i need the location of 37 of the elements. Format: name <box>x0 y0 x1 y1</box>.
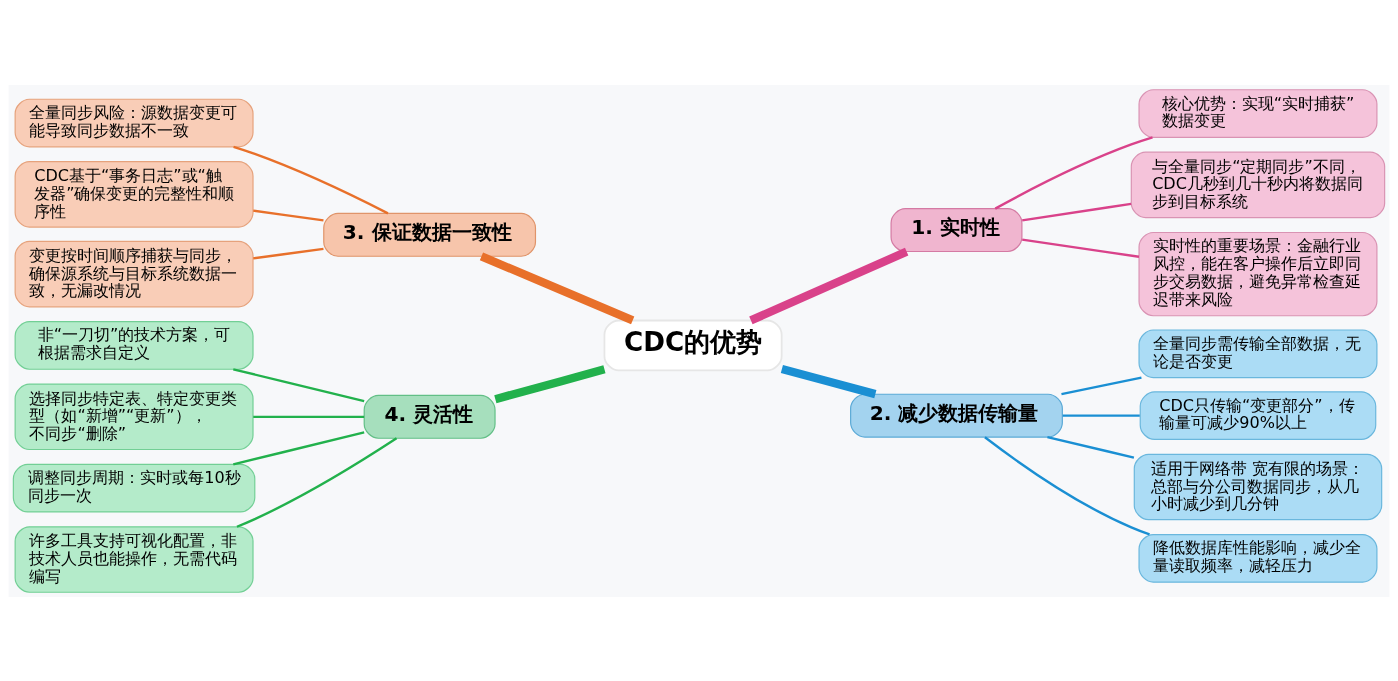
connector <box>1062 413 1140 417</box>
node-box: 2. 减少数据传输量 <box>850 393 1063 438</box>
connector <box>1022 202 1132 221</box>
connector <box>1022 237 1140 258</box>
node-box: 实时性的重要场景：金融行业风控，能在客户操作后立即同步交易数据，避免异常检查延迟带来风险 <box>1138 231 1378 316</box>
connector <box>233 145 389 214</box>
connector <box>994 135 1153 210</box>
connector <box>749 247 909 324</box>
node-box: 选择同步特定表、特定变更类型（如“新增”“更新”），不同步“删除” <box>14 383 254 450</box>
node-box: 与全量同步“定期同步”不同，CDC几秒到几十秒内将数据同步到目标系统 <box>1130 151 1386 218</box>
node-box: 降低数据库性能影响，减少全量读取频率，减轻压力 <box>1138 533 1378 583</box>
connector <box>253 209 324 222</box>
node-box: 1. 实时性 <box>890 207 1023 252</box>
connector <box>233 430 365 465</box>
node-box: CDC基于“事务日志”或“触发器”确保变更的完整性和顺序性 <box>14 160 254 228</box>
node-box: CDC的优势 <box>603 319 783 371</box>
node-box: 核心优势：实现“实时捕获”数据变更 <box>1138 88 1378 138</box>
connector <box>1047 435 1135 459</box>
connector <box>984 435 1150 536</box>
node-box: 许多工具支持可视化配置，非技术人员也能操作，无需代码编写 <box>14 525 254 593</box>
connector <box>494 364 606 403</box>
connector <box>233 367 365 402</box>
connector <box>253 415 365 418</box>
connector <box>780 364 877 398</box>
node-box: 4. 灵活性 <box>363 394 496 439</box>
node-box: CDC只传输“变更部分”，传输量可减少90%以上 <box>1139 390 1377 440</box>
node-box: 调整同步周期：实时或每10秒同步一次 <box>12 463 256 513</box>
node-box: 非“一刀切”的技术方案，可根据需求自定义 <box>14 320 254 370</box>
node-box: 适用于网络带 宽有限的场景：总部与分公司数据同步，从几小时减少到几分钟 <box>1133 453 1383 520</box>
connector <box>1061 375 1142 395</box>
connector <box>479 251 635 324</box>
node-box: 全量同步需传输全部数据，无论是否变更 <box>1138 328 1378 378</box>
connector <box>236 436 398 528</box>
connector <box>253 247 324 259</box>
node-box: 3. 保证数据一致性 <box>323 212 537 257</box>
node-box: 全量同步风险：源数据变更可能导致同步数据不一致 <box>14 98 254 147</box>
node-box: 变更按时间顺序捕获与同步，确保源系统与目标系统数据一致，无漏改情况 <box>14 240 254 307</box>
